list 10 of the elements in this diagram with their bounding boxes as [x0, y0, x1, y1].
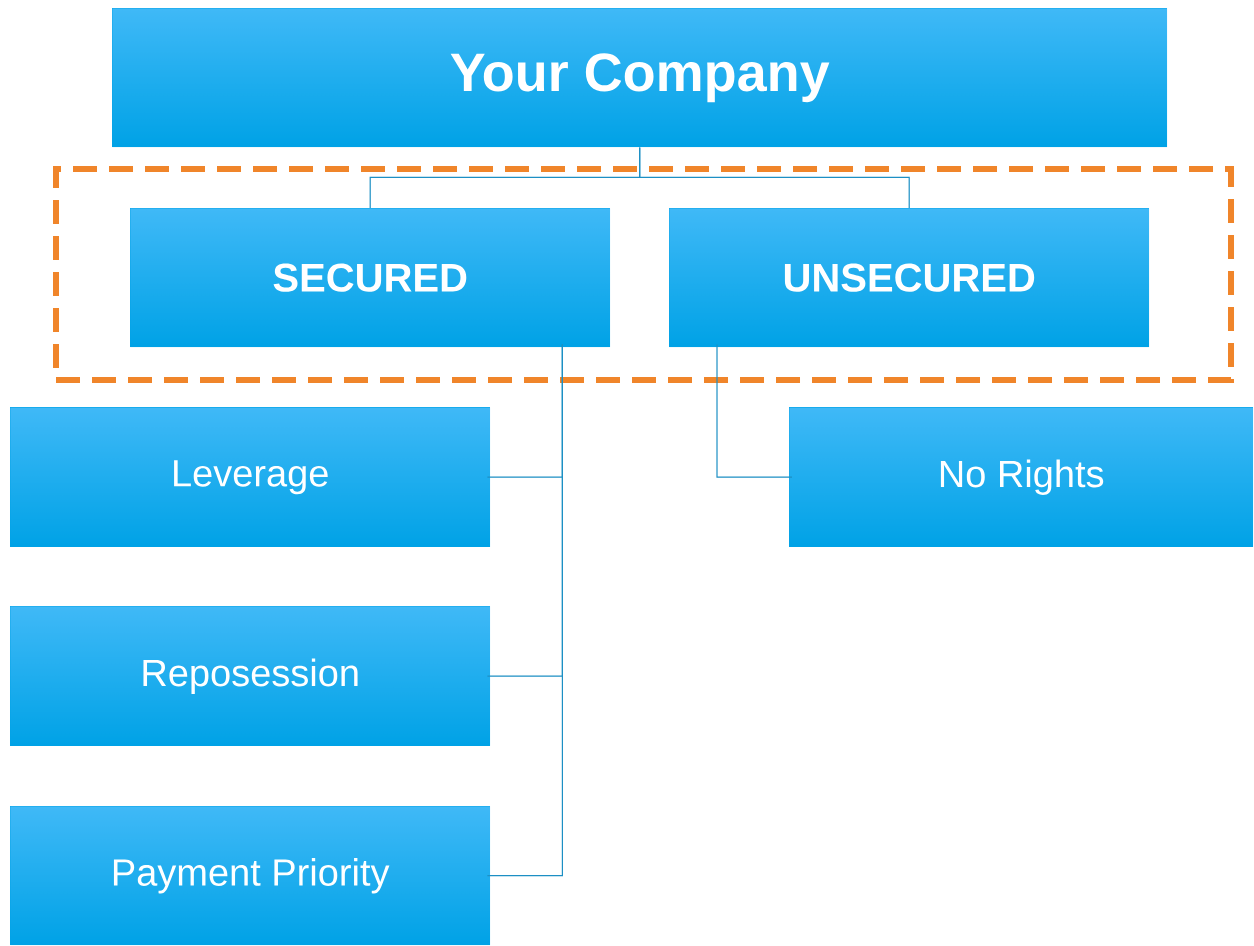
item-box: Reposession [10, 606, 491, 746]
connector-line [639, 146, 910, 209]
item-box: No Rights [789, 407, 1254, 548]
connector-line [716, 343, 793, 478]
category-box: SECURED [130, 208, 611, 348]
item-box: Leverage [10, 407, 491, 548]
dashed-group-frame [53, 166, 1234, 383]
item-box: Payment Priority [10, 806, 491, 946]
title-box: Your Company [112, 8, 1168, 148]
category-box: UNSECURED [669, 208, 1150, 348]
